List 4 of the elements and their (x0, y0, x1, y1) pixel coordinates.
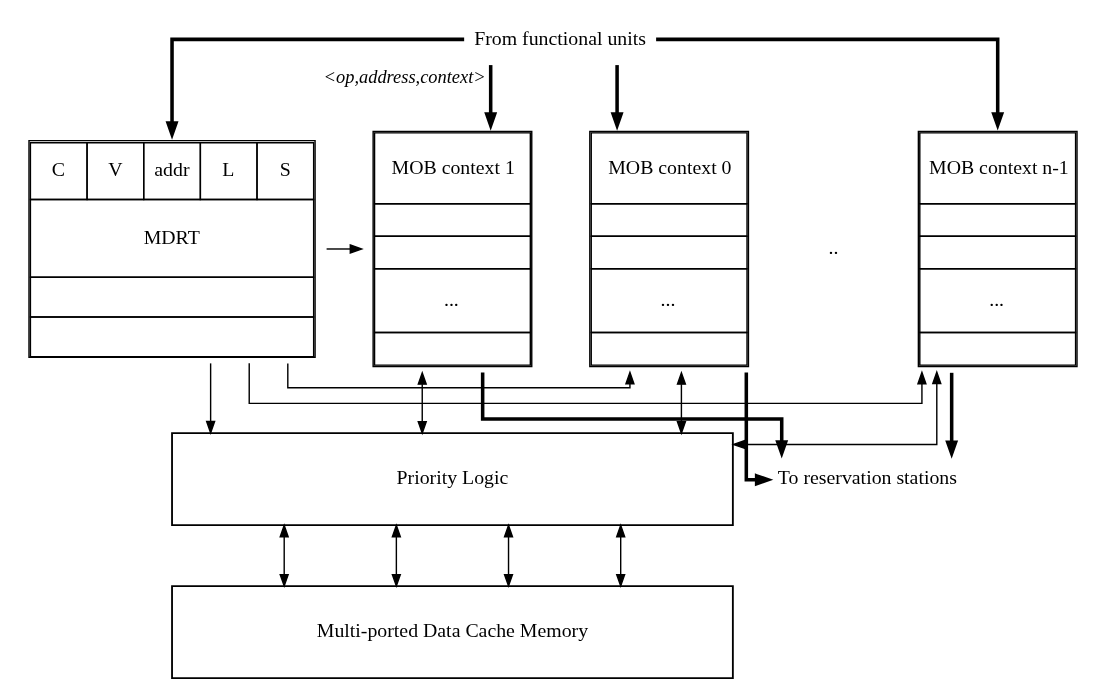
node-text: To reservation stations (777, 466, 957, 489)
node-text: From functional units (473, 26, 646, 49)
node-text: .. (827, 236, 838, 259)
edge-label: <op,address,context> (323, 67, 486, 88)
